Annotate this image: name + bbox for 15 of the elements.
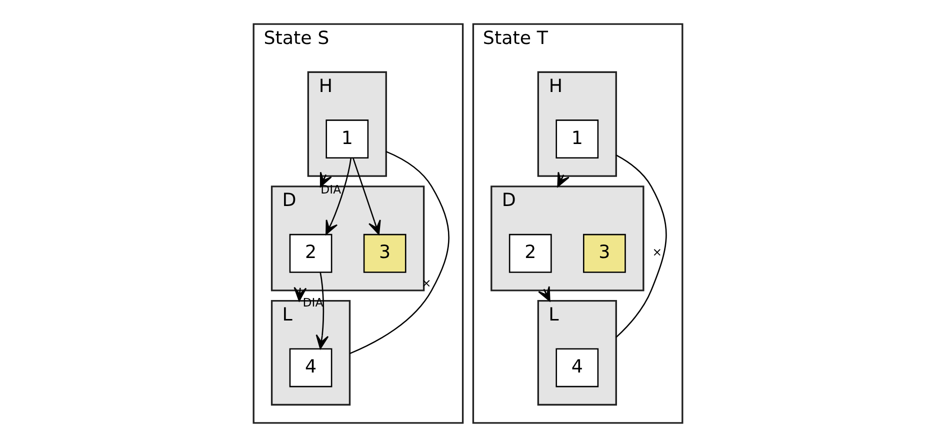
arrow <box>315 272 328 350</box>
node-box: 3 <box>582 234 626 273</box>
node-box: 2 <box>288 234 332 273</box>
edge-label: DIA <box>320 182 341 197</box>
edge-label: × <box>652 244 662 259</box>
node-box: 4 <box>288 348 332 388</box>
node-box: 1 <box>325 120 368 159</box>
node-box: 4 <box>555 348 598 388</box>
arrow <box>325 158 352 235</box>
connector <box>349 150 449 354</box>
node-box: 2 <box>508 234 552 273</box>
node-box: 3 <box>362 234 406 273</box>
arrow <box>352 158 380 235</box>
connector <box>615 154 666 338</box>
node-box: 1 <box>555 120 598 159</box>
